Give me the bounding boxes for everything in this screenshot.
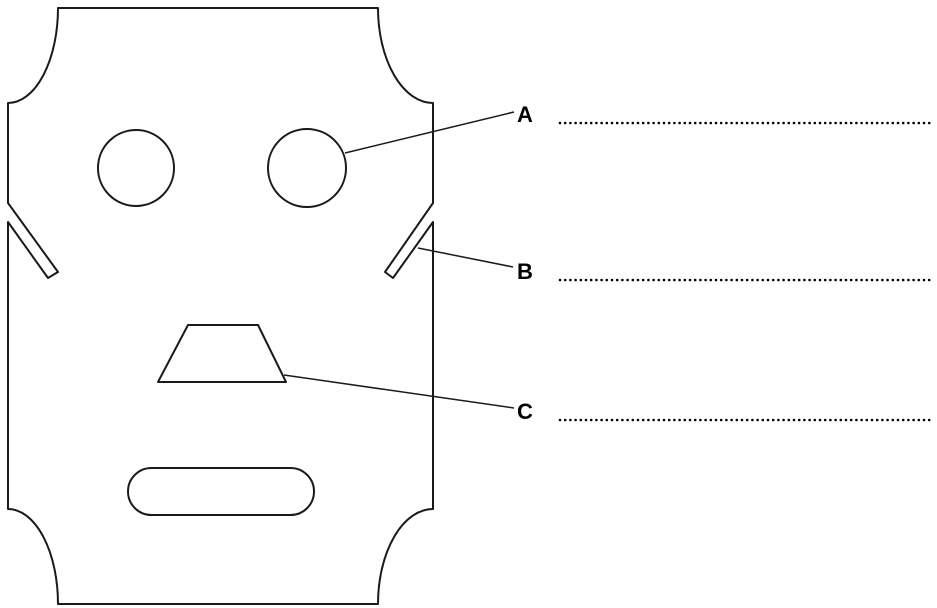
leader-line-c <box>283 374 515 409</box>
label-b: B <box>517 259 533 284</box>
leader-line-b <box>417 247 514 268</box>
right-eye-hole <box>267 128 347 208</box>
left-eye-hole <box>97 129 175 207</box>
label-c: C <box>517 399 533 424</box>
nose-hole <box>157 324 287 383</box>
mouth-slot <box>127 467 315 516</box>
label-a: A <box>517 102 533 127</box>
leader-line-a <box>344 111 515 154</box>
